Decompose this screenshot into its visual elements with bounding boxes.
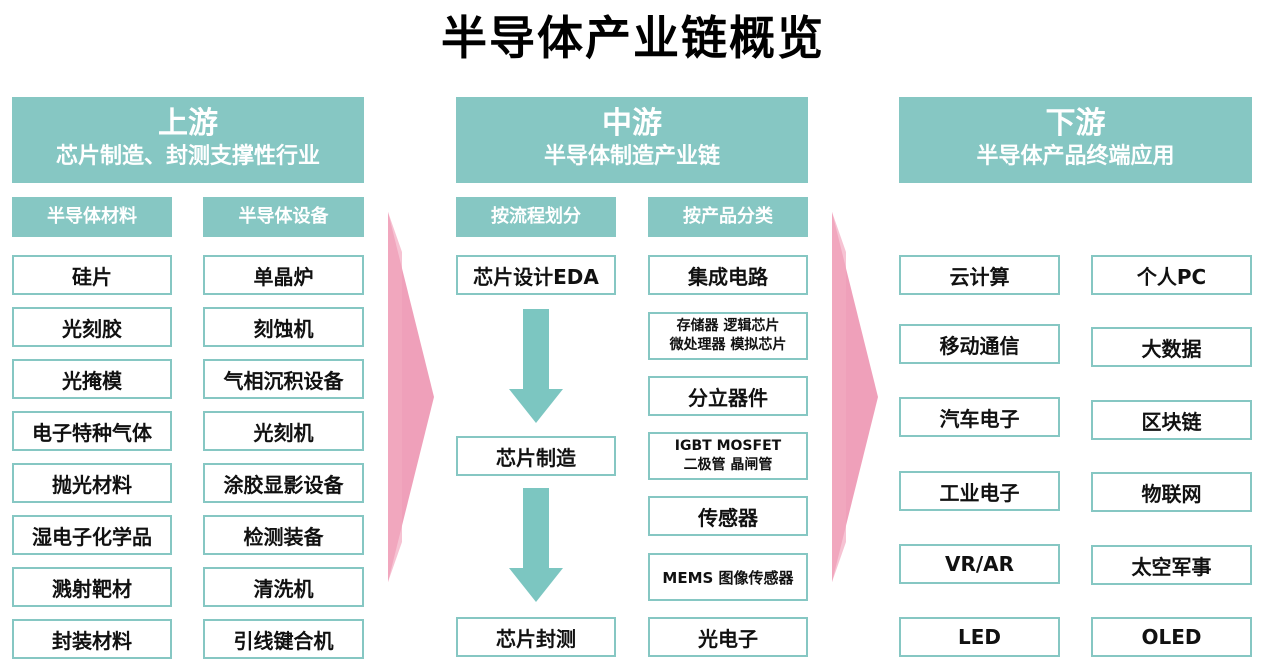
midstream-title: 中游 (602, 106, 662, 141)
application-item: 大数据 (1091, 327, 1252, 367)
midstream-to-downstream-arrow (832, 212, 878, 582)
downstream-desc: 半导体产品终端应用 (976, 144, 1175, 169)
application-item: 工业电子 (899, 471, 1060, 511)
process-step: 芯片制造 (456, 436, 616, 476)
product-category: 集成电路 (648, 255, 808, 295)
material-item: 光掩模 (12, 359, 172, 399)
product-category-label: 存储器 逻辑芯片 (676, 318, 780, 334)
upstream-desc: 芯片制造、封测支撑性行业 (55, 144, 320, 169)
equipment-item: 引线键合机 (203, 619, 364, 659)
process-step: 芯片封测 (456, 617, 616, 657)
application-item: LED (899, 617, 1060, 657)
process-subheader: 按流程划分 (456, 197, 616, 237)
equipment-item: 涂胶显影设备 (203, 463, 364, 503)
product-category-label: 光电子 (698, 626, 758, 651)
product-category: 光电子 (648, 617, 808, 657)
material-item: 电子特种气体 (12, 411, 172, 451)
product-category: 传感器 (648, 496, 808, 536)
application-item: 太空军事 (1091, 545, 1252, 585)
application-item: 区块链 (1091, 400, 1252, 440)
page-title: 半导体产业链概览 (441, 11, 825, 65)
material-item: 封装材料 (12, 619, 172, 659)
application-item: 物联网 (1091, 472, 1252, 512)
downstream-title: 下游 (1045, 106, 1106, 141)
midstream-header: 中游 半导体制造产业链 (456, 97, 808, 183)
product-category: IGBT MOSFET 二极管 晶闸管 (648, 432, 808, 480)
product-category-label: 集成电路 (688, 264, 768, 289)
equipment-item: 刻蚀机 (203, 307, 364, 347)
products-subheader: 按产品分类 (648, 197, 808, 237)
process-step: 芯片设计EDA (456, 255, 616, 295)
equipment-item: 单晶炉 (203, 255, 364, 295)
product-category: 分立器件 (648, 376, 808, 416)
upstream-title: 上游 (158, 106, 218, 141)
downstream-header: 下游 半导体产品终端应用 (899, 97, 1252, 183)
upstream-header: 上游 芯片制造、封测支撑性行业 (12, 97, 364, 183)
application-item: OLED (1091, 617, 1252, 657)
application-item: VR/AR (899, 544, 1060, 584)
material-item: 抛光材料 (12, 463, 172, 503)
equipment-item: 气相沉积设备 (203, 359, 364, 399)
application-item: 个人PC (1091, 255, 1252, 295)
equipment-item: 检测装备 (203, 515, 364, 555)
product-category-label: MEMS 图像传感器 (662, 568, 794, 587)
product-category-label: 分立器件 (688, 385, 768, 410)
application-item: 云计算 (899, 255, 1060, 295)
product-category: MEMS 图像传感器 (648, 553, 808, 601)
product-category-label: IGBT MOSFET (674, 438, 782, 454)
application-item: 移动通信 (899, 324, 1060, 364)
material-item: 溅射靶材 (12, 567, 172, 607)
down-arrow-icon (509, 488, 563, 602)
application-item: 汽车电子 (899, 397, 1060, 437)
product-category-label: 传感器 (698, 505, 758, 530)
material-item: 光刻胶 (12, 307, 172, 347)
material-item: 硅片 (12, 255, 172, 295)
product-category-sublabel: 微处理器 模拟芯片 (669, 337, 787, 353)
material-item: 湿电子化学品 (12, 515, 172, 555)
equipment-item: 清洗机 (203, 567, 364, 607)
equipment-item: 光刻机 (203, 411, 364, 451)
product-category-sublabel: 二极管 晶闸管 (683, 457, 773, 473)
upstream-to-midstream-arrow (388, 212, 434, 582)
materials-subheader: 半导体材料 (12, 197, 172, 237)
product-category: 存储器 逻辑芯片 微处理器 模拟芯片 (648, 312, 808, 360)
down-arrow-icon (509, 309, 563, 423)
equipment-subheader: 半导体设备 (203, 197, 364, 237)
midstream-desc: 半导体制造产业链 (543, 144, 720, 169)
